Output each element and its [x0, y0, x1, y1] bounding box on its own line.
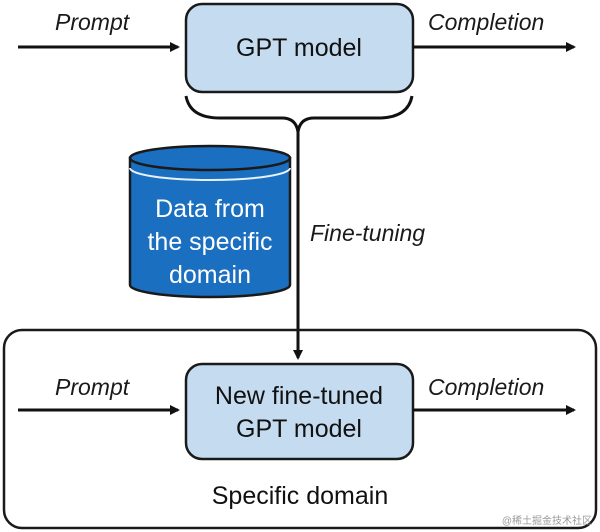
specific-domain-container	[2, 328, 598, 530]
data-source-line-1: Data from	[155, 195, 265, 223]
bottom-completion-label: Completion	[428, 374, 544, 400]
fine-tuned-model-line-2: GPT model	[236, 415, 362, 443]
fine-tuned-model-box	[184, 362, 415, 461]
top-prompt-label: Prompt	[55, 9, 131, 35]
data-source-line-3: domain	[169, 261, 251, 289]
bottom-prompt-label: Prompt	[55, 374, 131, 400]
gpt-model-label: GPT model	[236, 34, 362, 62]
curly-brace	[184, 95, 414, 133]
fine-tuning-label: Fine-tuning	[310, 220, 425, 246]
fine-tuned-model-line-1: New fine-tuned	[215, 382, 383, 410]
specific-domain-label: Specific domain	[212, 482, 388, 510]
top-completion-label: Completion	[428, 9, 544, 35]
watermark: @稀土掘金技术社区	[502, 514, 592, 527]
data-source-line-2: the specific	[147, 228, 272, 256]
database-icon	[128, 144, 292, 299]
